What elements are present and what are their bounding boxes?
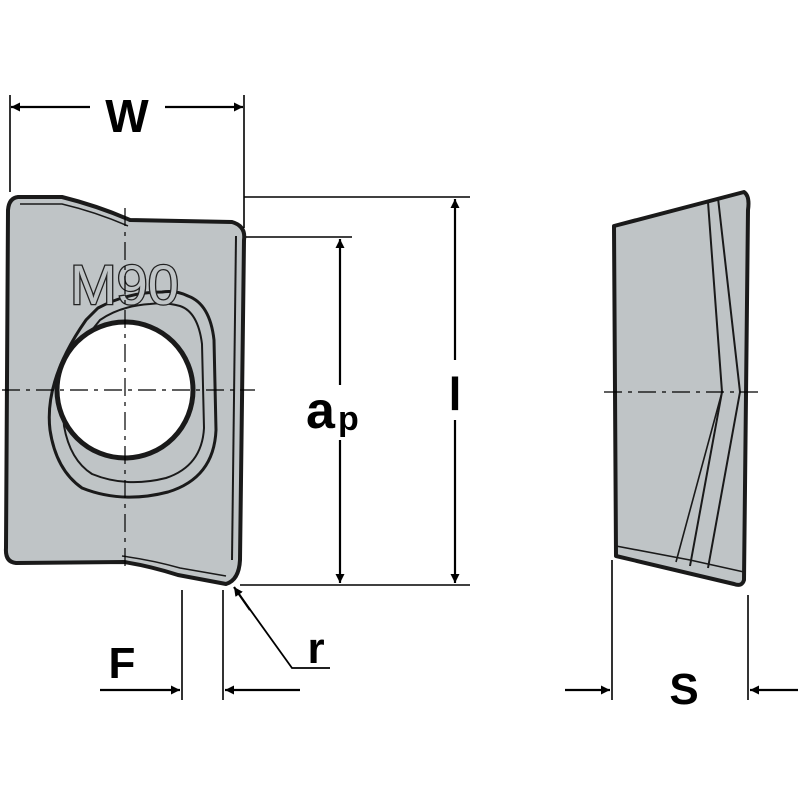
- f-label: F: [109, 639, 136, 688]
- front-view-centerlines: [2, 208, 255, 570]
- w-label: W: [105, 90, 149, 142]
- chipbreaker-outer-ring: [47, 290, 218, 499]
- s-label: S: [669, 665, 698, 714]
- l-label: l: [449, 368, 462, 420]
- chipbreaker-inner-ring: [62, 302, 206, 484]
- insert-edge-inner-line: [231, 235, 237, 561]
- insert-edge-top-line: [20, 203, 129, 227]
- ap-label-main: a: [306, 382, 336, 440]
- insert-body-side: [612, 190, 751, 587]
- r-leader-line: [235, 589, 330, 669]
- r-leader-arrow: [233, 586, 251, 611]
- r-label: r: [307, 624, 324, 673]
- dimension-lines: [9, 95, 798, 700]
- side-bottom-edge: [615, 545, 745, 573]
- insert-edge-bottom-line: [121, 555, 227, 577]
- side-view-insert: [612, 190, 751, 587]
- ap-label-subscript: p: [338, 400, 359, 438]
- side-facet-line-3: [675, 391, 723, 563]
- insert-marking-text: M90: [70, 253, 179, 316]
